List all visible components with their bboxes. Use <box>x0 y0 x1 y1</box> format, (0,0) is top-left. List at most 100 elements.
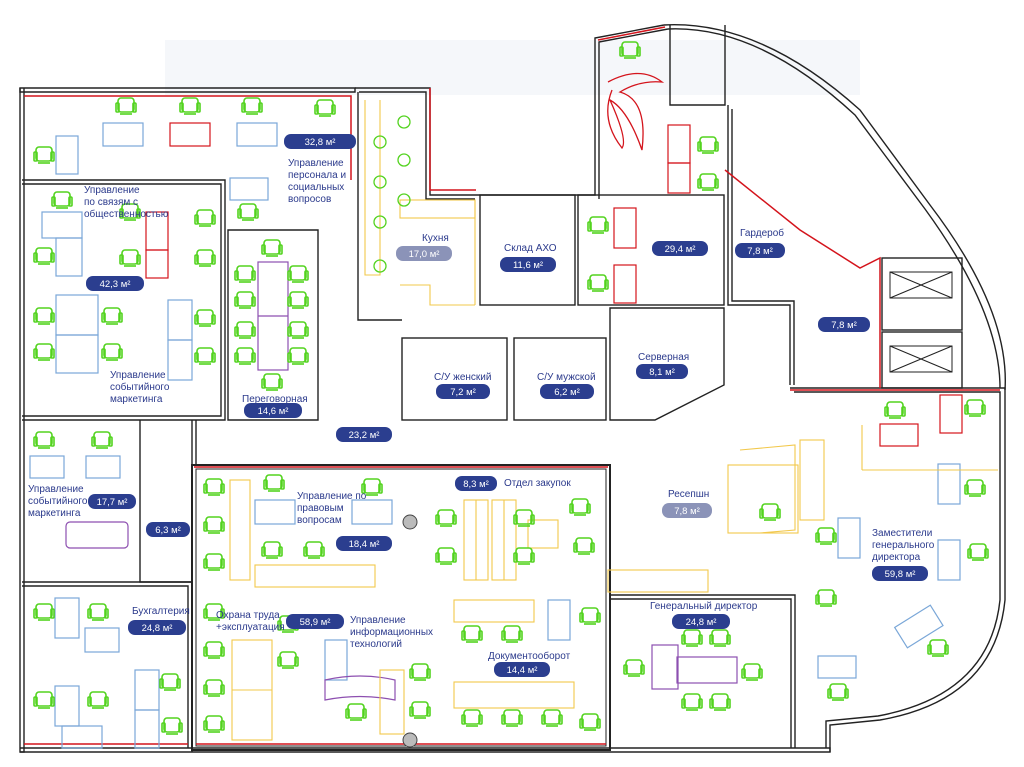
chair <box>241 97 263 115</box>
room-name-accounting: Бухгалтерия <box>132 606 190 617</box>
room-name-it: информационных <box>350 626 433 638</box>
chair <box>115 97 137 115</box>
chair <box>927 639 949 657</box>
chair <box>697 173 719 191</box>
room-name-event_mkt: маркетинга <box>110 394 163 405</box>
area-badge-lift_hall <box>818 317 870 332</box>
chair <box>681 629 703 647</box>
area-value-server: 8,1 м² <box>649 367 675 378</box>
room-name-deputies: генерального <box>872 540 935 551</box>
room-name-deputies: директора <box>872 552 921 563</box>
chair <box>33 247 55 265</box>
room-name-wardrobe: Гардероб <box>740 227 784 239</box>
area-value-legal: 18,4 м² <box>349 539 380 550</box>
room-name-safety: Охрана труда <box>216 610 280 621</box>
area-value-reception: 7,8 м² <box>674 506 700 517</box>
area-badge-docflow <box>494 662 550 677</box>
area-badge-reception <box>662 503 712 518</box>
chair <box>87 691 109 709</box>
chair <box>287 265 309 283</box>
desks <box>29 122 961 749</box>
area-value-office_294: 29,4 м² <box>665 244 696 255</box>
walls <box>19 24 1006 753</box>
chair <box>33 343 55 361</box>
chair <box>261 239 283 257</box>
lift-crosses <box>889 271 953 373</box>
chair <box>119 249 141 267</box>
chair <box>541 709 563 727</box>
chair <box>234 347 256 365</box>
chair <box>815 589 837 607</box>
room-name-wc_m: С/У мужской <box>537 372 596 383</box>
room-name-hr: Управление <box>288 158 344 169</box>
chair <box>827 683 849 701</box>
room-name-reception: Ресепшн <box>668 489 709 500</box>
room-name-hr: персонала и <box>288 170 346 181</box>
chair <box>33 146 55 164</box>
area-value-hr: 32,8 м² <box>305 137 336 148</box>
chair <box>33 603 55 621</box>
chairs <box>33 41 989 735</box>
area-badge-event_mkt2 <box>88 494 136 509</box>
area-badge-wc_f <box>436 384 490 399</box>
area-value-wardrobe: 7,8 м² <box>747 246 773 257</box>
room-name-hr: вопросов <box>288 194 331 205</box>
chair <box>33 431 55 449</box>
room-name-wc_f: С/У женский <box>434 372 491 383</box>
chair <box>91 431 113 449</box>
area-value-docflow: 14,4 м² <box>507 665 538 676</box>
chair <box>119 203 141 221</box>
area-badge-office_294 <box>652 241 708 256</box>
area-badge-legal <box>336 536 392 551</box>
chair <box>261 373 283 391</box>
room-name-it: технологий <box>350 639 402 650</box>
room-name-event_mkt: событийного <box>110 381 170 393</box>
chair <box>587 274 609 292</box>
area-value-kitchen: 17,0 м² <box>409 249 440 260</box>
chair <box>967 543 989 561</box>
chair <box>194 347 216 365</box>
room-name-event_mkt2: событийного <box>28 495 88 507</box>
chair <box>709 629 731 647</box>
chair <box>234 265 256 283</box>
chair <box>579 713 601 731</box>
room-name-pr: по связям с <box>84 197 138 208</box>
chair <box>203 641 225 659</box>
chair <box>101 343 123 361</box>
chair <box>513 509 535 527</box>
room-name-event_mkt: Управление <box>110 370 166 381</box>
room-name-legal: Управление по <box>297 491 367 502</box>
chair <box>203 478 225 496</box>
red-desks <box>145 122 963 447</box>
chair <box>435 509 457 527</box>
area-badge-small_63 <box>146 522 190 537</box>
chair <box>287 321 309 339</box>
plant-decor <box>607 72 665 151</box>
chair <box>409 663 431 681</box>
area-badge-store_axo <box>500 257 556 272</box>
room-name-docflow: Документооборот <box>488 650 571 662</box>
purple-furniture <box>65 261 738 701</box>
outer-terrace <box>165 40 860 95</box>
chair <box>203 603 225 621</box>
chair <box>33 691 55 709</box>
columns <box>402 514 418 748</box>
chair <box>741 663 763 681</box>
chair <box>435 547 457 565</box>
room-name-event_mkt2: маркетинга <box>28 508 81 519</box>
room-name-event_mkt2: Управление <box>28 484 84 495</box>
room-name-pr: Управление <box>84 185 140 196</box>
area-badge-gen_dir <box>672 614 730 629</box>
chair <box>884 401 906 419</box>
chair <box>579 607 601 625</box>
chair <box>345 703 367 721</box>
chair <box>203 516 225 534</box>
area-badge-corridor <box>336 427 392 442</box>
area-value-safety: 58,9 м² <box>300 617 331 628</box>
chair <box>287 291 309 309</box>
area-value-event_mkt2: 17,7 м² <box>97 497 128 508</box>
room-name-safety: +эксплуатация <box>216 622 285 633</box>
kitchen-stools <box>373 115 411 273</box>
